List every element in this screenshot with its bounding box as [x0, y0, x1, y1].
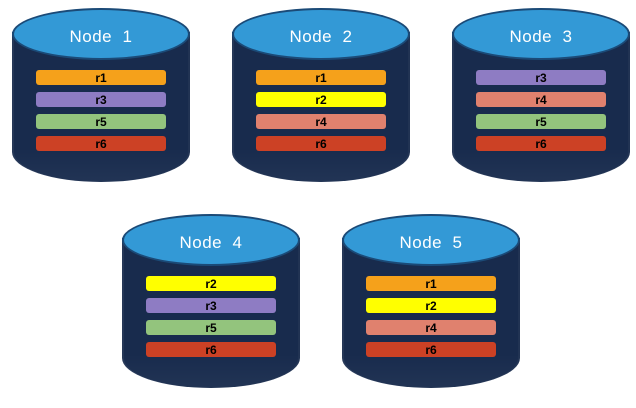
- cylinder-top-disc[interactable]: Node 5: [342, 214, 520, 266]
- node-label: Node 4: [179, 232, 243, 252]
- cylinder-top-disc[interactable]: Node 1: [12, 8, 190, 60]
- node-label: Node 5: [399, 232, 463, 252]
- cylinder-top-disc[interactable]: Node 2: [232, 8, 410, 60]
- replica-label: r6: [425, 342, 437, 357]
- replica-label: r4: [535, 92, 547, 107]
- replica-bar[interactable]: r3: [146, 298, 276, 313]
- replica-label: r1: [95, 70, 107, 85]
- replica-bar[interactable]: r5: [146, 320, 276, 335]
- replica-bar[interactable]: r3: [476, 70, 606, 85]
- database-node-cylinder[interactable]: r1 r2 r4 r6 Node 2: [232, 8, 410, 188]
- replica-bar[interactable]: r2: [146, 276, 276, 291]
- replica-bar[interactable]: r4: [366, 320, 496, 335]
- replica-bar[interactable]: r6: [366, 342, 496, 357]
- replica-label: r2: [205, 276, 217, 291]
- replica-label: r6: [95, 136, 107, 151]
- replica-list: r1 r3 r5 r6: [36, 70, 166, 151]
- replica-label: r1: [425, 276, 437, 291]
- replica-label: r3: [95, 92, 107, 107]
- replica-label: r5: [205, 320, 217, 335]
- database-node-cylinder[interactable]: r1 r3 r5 r6 Node 1: [12, 8, 190, 188]
- replica-list: r2 r3 r5 r6: [146, 276, 276, 357]
- replica-bar[interactable]: r5: [36, 114, 166, 129]
- replica-bar[interactable]: r4: [256, 114, 386, 129]
- replica-bar[interactable]: r4: [476, 92, 606, 107]
- replica-label: r6: [535, 136, 547, 151]
- replica-list: r1 r2 r4 r6: [366, 276, 496, 357]
- replica-bar[interactable]: r2: [256, 92, 386, 107]
- replica-label: r6: [315, 136, 327, 151]
- node-label: Node 2: [289, 26, 353, 46]
- replica-label: r3: [535, 70, 547, 85]
- replica-label: r1: [315, 70, 327, 85]
- replica-list: r1 r2 r4 r6: [256, 70, 386, 151]
- replica-label: r3: [205, 298, 217, 313]
- replica-bar[interactable]: r2: [366, 298, 496, 313]
- replica-bar[interactable]: r1: [36, 70, 166, 85]
- cylinder-top-disc[interactable]: Node 3: [452, 8, 630, 60]
- replica-label: r6: [205, 342, 217, 357]
- replica-label: r4: [315, 114, 327, 129]
- node-label: Node 1: [69, 26, 133, 46]
- replica-bar[interactable]: r1: [366, 276, 496, 291]
- replica-label: r5: [95, 114, 107, 129]
- replica-label: r5: [535, 114, 547, 129]
- replica-bar[interactable]: r6: [36, 136, 166, 151]
- database-node-cylinder[interactable]: r2 r3 r5 r6 Node 4: [122, 214, 300, 394]
- replica-label: r4: [425, 320, 437, 335]
- replica-label: r2: [315, 92, 327, 107]
- replica-list: r3 r4 r5 r6: [476, 70, 606, 151]
- replica-bar[interactable]: r6: [256, 136, 386, 151]
- replica-bar[interactable]: r3: [36, 92, 166, 107]
- replica-bar[interactable]: r6: [146, 342, 276, 357]
- replica-bar[interactable]: r5: [476, 114, 606, 129]
- replica-bar[interactable]: r6: [476, 136, 606, 151]
- cylinder-top-disc[interactable]: Node 4: [122, 214, 300, 266]
- replica-label: r2: [425, 298, 437, 313]
- node-label: Node 3: [509, 26, 573, 46]
- database-node-cylinder[interactable]: r1 r2 r4 r6 Node 5: [342, 214, 520, 394]
- database-node-cylinder[interactable]: r3 r4 r5 r6 Node 3: [452, 8, 630, 188]
- replica-bar[interactable]: r1: [256, 70, 386, 85]
